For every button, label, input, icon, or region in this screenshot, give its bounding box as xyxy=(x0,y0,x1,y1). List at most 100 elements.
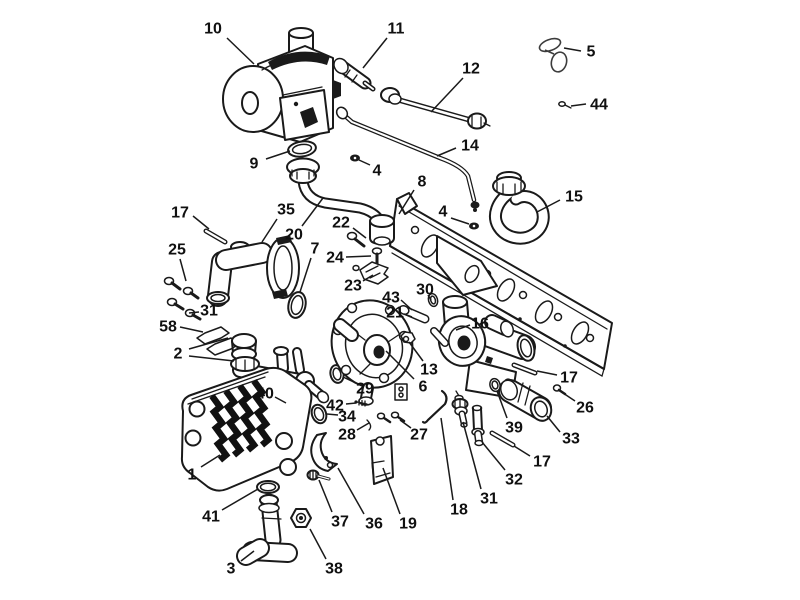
callout-44-screw: 44 xyxy=(590,97,608,114)
leader-line-16-25 xyxy=(455,324,471,331)
leader-line-7-15 xyxy=(299,257,312,293)
leader-line-40-34 xyxy=(274,396,287,404)
callout-36-curved-bracket: 36 xyxy=(365,516,383,533)
callout-41-o-ring: 41 xyxy=(202,509,220,526)
leader-line-20-12 xyxy=(301,197,324,227)
leader-line-6-28 xyxy=(385,350,415,380)
callout-25-screws: 25 xyxy=(168,242,186,259)
leader-line-34-36 xyxy=(326,413,339,416)
part-plate-heat-exchanger xyxy=(180,366,313,492)
leader-line-39-32 xyxy=(496,390,508,419)
part-roll-pin-a xyxy=(203,228,228,245)
callout-1-plate-heat-exchanger: 1 xyxy=(188,467,197,484)
part-screw-27 xyxy=(390,411,406,423)
part-washer-4a xyxy=(350,154,360,162)
callout-2-hydraulic-manifold-group: 2 xyxy=(174,346,183,363)
part-o-ring-7 xyxy=(287,291,307,319)
callout-28-screw: 28 xyxy=(338,427,356,444)
part-valve-stem-32 xyxy=(471,404,485,447)
callout-20-pump-outlet-pipe: 20 xyxy=(285,227,303,244)
part-retaining-clip-5 xyxy=(538,37,568,73)
leader-line-15-9 xyxy=(536,199,561,213)
part-screw-28 xyxy=(366,412,392,431)
callout-17-roll-pin: 17 xyxy=(533,454,551,471)
callout-39-o-ring: 39 xyxy=(505,420,523,437)
leader-line-33-31 xyxy=(546,415,561,433)
part-screw-cluster-25-31 xyxy=(163,276,202,321)
callout-42-pin-with-spring: 42 xyxy=(326,398,344,415)
part-o-ring-30 xyxy=(427,292,439,308)
part-nut-13 xyxy=(400,331,416,344)
leader-line-31-22 xyxy=(188,311,200,314)
callout-21-pin: 21 xyxy=(386,305,404,322)
part-o-ring-34 xyxy=(310,403,328,425)
leader-line-5-2 xyxy=(563,47,582,52)
callout-19-sheet-bracket: 19 xyxy=(399,516,417,533)
callout-6-diverter-valve-motor: 6 xyxy=(419,379,428,396)
leader-line-18-39 xyxy=(440,417,454,501)
callout-23-bracket: 23 xyxy=(344,278,362,295)
part-pipe-12 xyxy=(380,87,491,130)
part-o-ring-29 xyxy=(329,364,345,384)
callout-31-screws: 31 xyxy=(200,303,218,320)
part-valve-cartridge xyxy=(498,379,553,422)
callout-32-valve-stem: 32 xyxy=(505,472,523,489)
part-sheet-bracket xyxy=(370,435,394,485)
leader-line-17-33 xyxy=(513,445,531,457)
part-pump-elbow-fitting xyxy=(206,235,300,307)
part-washer-4b xyxy=(469,222,479,230)
leader-line-4-10 xyxy=(450,217,470,225)
leader-line-2-24 xyxy=(188,337,229,350)
part-retaining-wire xyxy=(421,389,448,424)
callout-16-hydraulic-block: 16 xyxy=(471,316,489,333)
leader-line-25-17 xyxy=(179,258,187,282)
part-diverter-valve xyxy=(330,299,414,406)
callout-18-retaining-wire: 18 xyxy=(450,502,468,519)
callout-40-screw: 40 xyxy=(256,386,274,403)
part-sensor xyxy=(333,57,376,92)
leader-line-41-46 xyxy=(221,488,259,511)
callout-7-o-ring: 7 xyxy=(311,241,320,258)
leader-line-10-0 xyxy=(226,37,255,65)
leader-line-58-23 xyxy=(179,326,204,333)
part-relief-valve-31 xyxy=(451,390,469,428)
part-microswitch-bracket xyxy=(394,383,408,401)
part-screw-22 xyxy=(346,231,366,248)
part-roll-pin-b xyxy=(511,362,538,376)
callout-29-o-ring: 29 xyxy=(356,381,374,398)
leader-line-23-18 xyxy=(362,274,374,282)
leader-line-17-29 xyxy=(536,370,558,376)
callout-24-screw: 24 xyxy=(326,250,344,267)
leader-line-4-6 xyxy=(358,159,371,166)
callout-14-rigid-pipe: 14 xyxy=(461,138,479,155)
part-screw-37 xyxy=(306,469,331,481)
part-o-ring-41 xyxy=(256,480,280,494)
leader-line-14-7 xyxy=(436,147,457,157)
callout-58-retaining-clips: 58 xyxy=(159,319,177,336)
leader-line-35-14 xyxy=(261,218,278,243)
leader-line-28-37 xyxy=(356,422,370,431)
part-inlet-pipe xyxy=(236,493,298,566)
leader-line-19-40 xyxy=(382,467,401,515)
callout-22-screw: 22 xyxy=(332,215,350,232)
leader-line-8-8 xyxy=(398,189,415,215)
part-flexible-hose xyxy=(489,171,550,245)
callout-31-relief-valve: 31 xyxy=(480,491,498,508)
leader-line-29-26 xyxy=(342,376,357,384)
leader-line-44-3 xyxy=(570,103,587,107)
leader-line-21-21 xyxy=(403,313,413,318)
callout-15-flexible-hose: 15 xyxy=(565,189,583,206)
callout-17-roll-pin: 17 xyxy=(560,370,578,387)
callout-13-nut: 13 xyxy=(420,362,438,379)
part-o-ring-9 xyxy=(287,140,317,158)
callout-9-o-ring: 9 xyxy=(250,156,259,173)
leader-line-13-27 xyxy=(408,341,424,362)
callout-30-o-ring: 30 xyxy=(416,282,434,299)
callout-26-screw: 26 xyxy=(576,400,594,417)
callout-34-o-ring: 34 xyxy=(338,409,356,426)
leader-line-24-16 xyxy=(345,255,372,258)
callout-11-sensor: 11 xyxy=(388,21,405,38)
leader-line-22-11 xyxy=(352,227,367,239)
